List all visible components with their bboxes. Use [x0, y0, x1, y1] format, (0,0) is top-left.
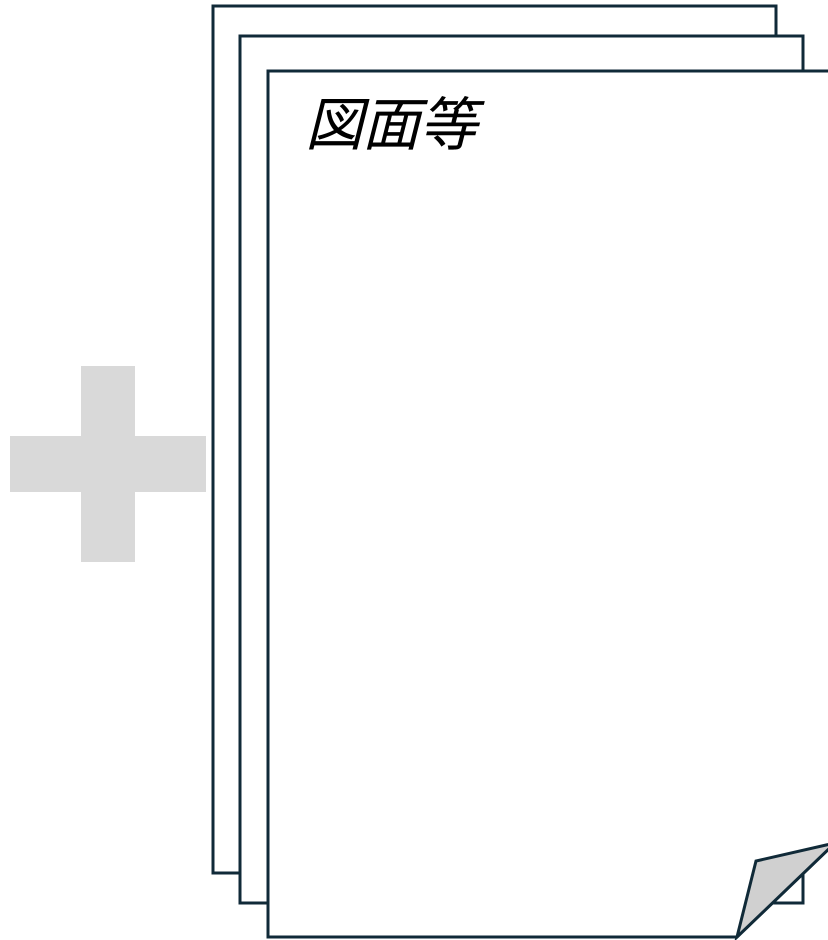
plus-icon	[10, 366, 206, 562]
document-title: 図面等	[305, 91, 477, 159]
page-curl-icon	[734, 843, 828, 940]
document-stack	[211, 4, 828, 940]
front-document	[266, 69, 828, 939]
